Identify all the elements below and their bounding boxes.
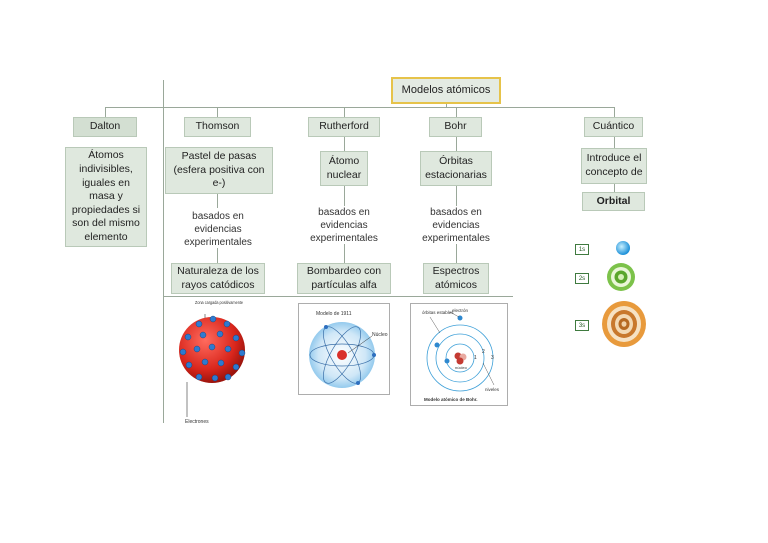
- model-rutherford: Rutherford: [308, 117, 380, 137]
- orbital-1s-tag: 1s: [575, 244, 589, 255]
- title-connector: [446, 103, 447, 108]
- dalton-description-text: Átomos indivisibles, iguales en masa y p…: [71, 149, 141, 244]
- rutherford-nucleus-label: Núcleo: [372, 332, 388, 338]
- bohr-nucleus: [454, 352, 467, 365]
- thomson-evidence-text: Naturaleza de los rayos catódicos: [177, 264, 259, 291]
- bohr-level-2: 2: [482, 349, 485, 355]
- orbital-2s-image: [607, 263, 635, 291]
- rutherford-model-image: Modelo de 1911 Núcleo: [298, 303, 390, 395]
- rutherford-description: Átomo nuclear: [320, 151, 368, 186]
- thomson-link: basados en evidencias experimentales: [178, 210, 258, 249]
- bohr-nucleus-label: núcleo: [455, 365, 468, 370]
- bohr-caption: Modelo atómico de Bohr.: [424, 397, 478, 402]
- bohr-level-3: 3: [491, 355, 494, 361]
- thomson-evidence: Naturaleza de los rayos catódicos: [171, 263, 265, 294]
- model-bohr: Bohr: [429, 117, 482, 137]
- bohr-link-text: basados en evidencias experimentales: [422, 207, 490, 244]
- thomson-top-label-1: Zona cargada positivamente: [195, 300, 243, 305]
- rutherford-link-text: basados en evidencias experimentales: [310, 207, 378, 244]
- model-thomson: Thomson: [184, 117, 251, 137]
- bohr-description-text: Órbitas estacionarias: [425, 154, 487, 181]
- bohr-model-image: órbitas estables electrón núcleo 1 2 3 n…: [410, 303, 508, 406]
- rutherford-evidence-text: Bombardeo con partículas alfa: [306, 264, 382, 291]
- bohr-orbits: [426, 324, 494, 392]
- thomson-link-line-1: [217, 194, 218, 208]
- thomson-description: Pastel de pasas (esfera positiva con e-): [165, 147, 273, 194]
- orbital-3s-image: [602, 301, 646, 347]
- bohr-evidence: Espectros atómicos: [423, 263, 489, 294]
- rutherford-link-line-0: [344, 137, 345, 151]
- diagram-title: Modelos atómicos: [391, 77, 501, 104]
- model-bohr-label: Bohr: [444, 120, 467, 133]
- thomson-link-text: basados en evidencias experimentales: [184, 211, 252, 248]
- bohr-link-line-1: [456, 186, 457, 206]
- rutherford-description-text: Átomo nuclear: [326, 154, 362, 181]
- model-thomson-label: Thomson: [195, 120, 240, 133]
- rutherford-evidence: Bombardeo con partículas alfa: [297, 263, 391, 294]
- thomson-bottom-label: Electrones: [185, 419, 209, 425]
- electron-dots: [179, 315, 246, 382]
- bohr-electrons: [434, 315, 463, 364]
- model-dalton: Dalton: [73, 117, 137, 137]
- cuantico-link-line-1: [614, 137, 615, 148]
- cuantico-description-text: Introduce el concepto de: [585, 152, 643, 178]
- model-rutherford-label: Rutherford: [319, 120, 369, 133]
- bohr-electron-label: electrón: [452, 308, 469, 313]
- rutherford-link: basados en evidencias experimentales: [304, 206, 384, 245]
- orbital-3s-tag: 3s: [575, 320, 589, 331]
- bohr-link-line-2: [456, 244, 457, 263]
- bohr-link: basados en evidencias experimentales: [416, 206, 496, 245]
- model-cuantico: Cuántico: [584, 117, 643, 137]
- rutherford-drop: [344, 107, 345, 117]
- cuantico-link-line-2: [614, 184, 615, 192]
- thomson-link-line-2: [217, 248, 218, 263]
- thomson-description-text: Pastel de pasas (esfera positiva con e-): [173, 150, 265, 190]
- orbital-2s-label: 2s: [578, 275, 586, 282]
- orbital-3s-label: 3s: [578, 322, 586, 329]
- dalton-drop: [105, 107, 106, 117]
- model-dalton-label: Dalton: [89, 120, 121, 133]
- rutherford-caption: Modelo de 1911: [316, 311, 352, 317]
- bohr-drop: [456, 107, 457, 117]
- bohr-evidence-text: Espectros atómicos: [432, 264, 480, 291]
- orbital-term: Orbital: [582, 192, 645, 211]
- orbital-1s-label: 1s: [578, 246, 586, 253]
- orbiting-electrons: [324, 325, 376, 385]
- tree-vertical-left: [163, 80, 164, 423]
- bohr-link-line-0: [456, 137, 457, 151]
- diagram-title-text: Modelos atómicos: [401, 84, 491, 97]
- dalton-description: Átomos indivisibles, iguales en masa y p…: [65, 147, 147, 247]
- thomson-drop: [217, 107, 218, 117]
- orbital-term-text: Orbital: [596, 194, 631, 207]
- nucleus: [337, 350, 347, 360]
- cuantico-description: Introduce el concepto de: [581, 148, 647, 184]
- bottom-rule: [163, 296, 513, 297]
- orbital-2s-tag: 2s: [575, 273, 589, 284]
- bohr-orbits-label: órbitas estables: [422, 310, 454, 315]
- bohr-levels-label: niveles: [485, 387, 500, 392]
- orbital-1s-image: [616, 241, 630, 255]
- bohr-pointers: [429, 311, 495, 386]
- rutherford-link-line-2: [344, 244, 345, 263]
- thomson-model-image: Zona cargada positivamente Electrones: [179, 300, 246, 425]
- bohr-level-1: 1: [474, 355, 477, 361]
- nucleus-pointer: [347, 335, 373, 354]
- model-cuantico-label: Cuántico: [592, 120, 635, 133]
- tree-horizontal-top: [105, 107, 615, 108]
- cuantico-drop: [614, 107, 615, 117]
- rutherford-link-line-1: [344, 186, 345, 206]
- bohr-description: Órbitas estacionarias: [420, 151, 492, 186]
